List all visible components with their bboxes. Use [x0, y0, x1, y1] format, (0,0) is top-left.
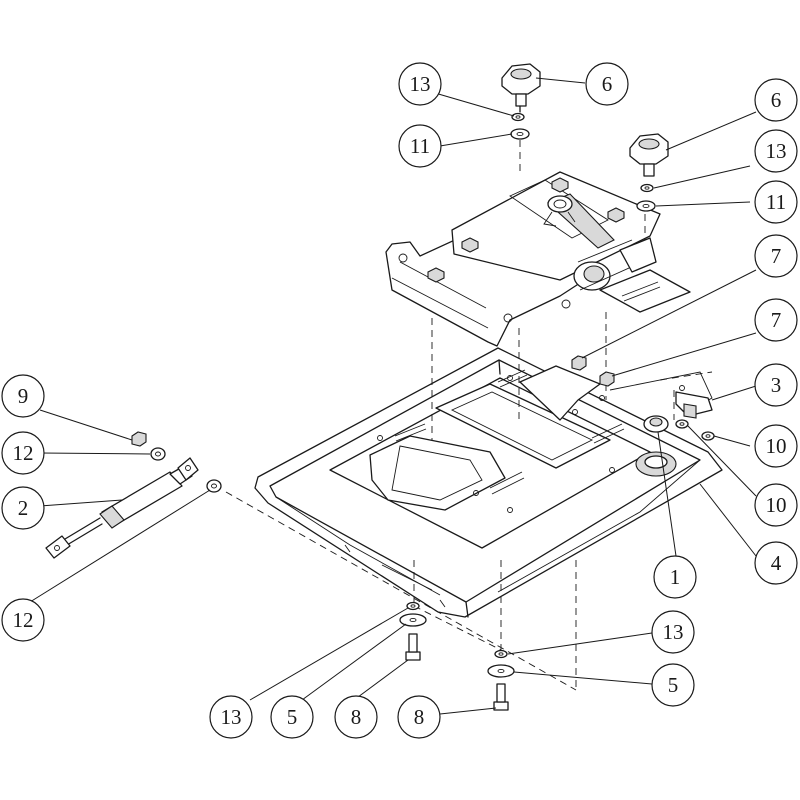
callout-label: 5 — [287, 705, 298, 729]
callout-13-top: 13 — [398, 62, 442, 106]
callout-10-upper: 10 — [754, 424, 798, 468]
callout-label: 2 — [18, 496, 29, 520]
callout-label: 9 — [18, 384, 29, 408]
callout-label: 8 — [414, 705, 425, 729]
callout-label: 13 — [221, 705, 242, 729]
callout-label: 12 — [13, 608, 34, 632]
callout-label: 3 — [771, 373, 782, 397]
callout-label: 13 — [410, 72, 431, 96]
callout-label: 4 — [771, 551, 782, 575]
clip-part-3 — [675, 385, 713, 419]
callout-11-top: 11 — [398, 124, 442, 168]
callout-label: 7 — [771, 308, 782, 332]
washers-large — [150, 128, 715, 678]
knob-top — [501, 63, 541, 113]
nuts — [131, 355, 615, 447]
gas-spring — [45, 457, 199, 559]
knob-right — [629, 133, 669, 177]
callout-8-left: 8 — [334, 695, 378, 739]
callout-6-right: 6 — [754, 78, 798, 122]
callout-13-bottom-right: 13 — [651, 610, 695, 654]
callout-12-upper: 12 — [1, 431, 45, 475]
callout-label: 8 — [351, 705, 362, 729]
callout-5-right: 5 — [651, 663, 695, 707]
callout-3: 3 — [754, 363, 798, 407]
washers-small — [406, 112, 654, 659]
bolts — [405, 633, 509, 711]
callout-5-left: 5 — [270, 695, 314, 739]
callout-13-right: 13 — [754, 129, 798, 173]
callout-13-bottom-left: 13 — [209, 695, 253, 739]
callout-1: 1 — [653, 555, 697, 599]
callout-label: 5 — [668, 673, 679, 697]
callout-label: 13 — [766, 139, 787, 163]
alignment-lines — [225, 140, 713, 691]
callout-label: 6 — [602, 72, 613, 96]
callout-6-top: 6 — [585, 62, 629, 106]
callout-4: 4 — [754, 541, 798, 585]
callout-12-lower: 12 — [1, 598, 45, 642]
callout-label: 12 — [13, 441, 34, 465]
callout-10-lower: 10 — [754, 483, 798, 527]
callout-7-lower: 7 — [754, 298, 798, 342]
callout-label: 7 — [771, 244, 782, 268]
callout-11-right: 11 — [754, 180, 798, 224]
slide-bracket-assembly — [385, 171, 691, 347]
base-plate — [254, 347, 723, 618]
callout-label: 10 — [766, 493, 787, 517]
callout-7-upper: 7 — [754, 234, 798, 278]
callout-label: 13 — [663, 620, 684, 644]
callout-8-right: 8 — [397, 695, 441, 739]
callout-label: 10 — [766, 434, 787, 458]
callout-9: 9 — [1, 374, 45, 418]
cap-part-1 — [643, 415, 669, 433]
callout-label: 11 — [410, 134, 430, 158]
callout-label: 6 — [771, 88, 782, 112]
callout-2: 2 — [1, 486, 45, 530]
leader-lines — [29, 77, 757, 715]
callout-label: 11 — [766, 190, 786, 214]
callout-label: 1 — [670, 565, 681, 589]
